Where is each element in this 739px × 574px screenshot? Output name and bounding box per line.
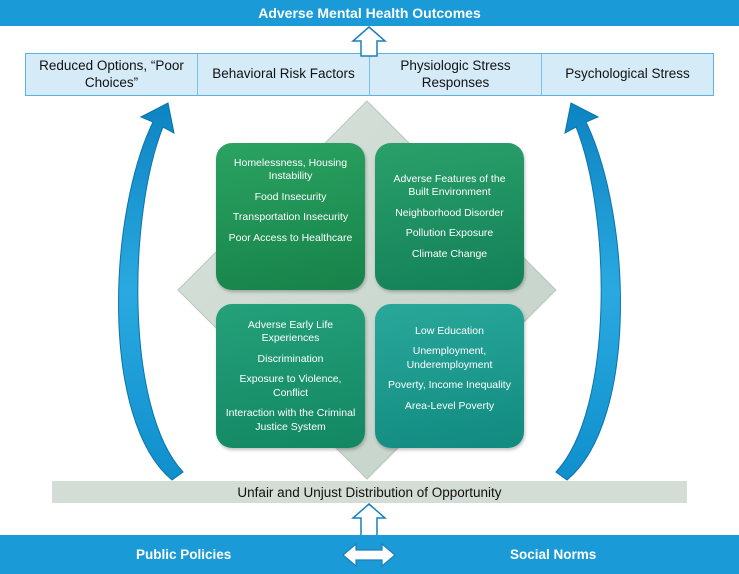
quadrant-item: Homelessness, Housing Instability [233,157,348,183]
quadrant-item: Unemployment, Underemployment [406,345,493,371]
quadrant-item: Food Insecurity [254,190,327,203]
factor-psychological-stress: Psychological Stress [565,66,690,82]
quadrant-item: Interaction with the Criminal Justice Sy… [225,407,356,433]
quadrant-item: Adverse Features of the Built Environmen… [393,173,506,199]
quadrant-item: Poor Access to Healthcare [228,231,353,244]
quadrant-economic: Low Education Unemployment, Underemploym… [375,304,524,448]
quadrant-item: Area-Level Poverty [404,399,495,412]
quadrant-housing-access: Homelessness, Housing Instability Food I… [216,143,365,290]
up-arrow-to-outcomes [351,26,387,57]
opportunity-bar: Unfair and Unjust Distribution of Opport… [52,481,687,503]
up-arrow-from-policies [351,503,387,538]
quadrant-item: Adverse Early Life Experiences [247,319,334,345]
quadrant-early-life: Adverse Early Life Experiences Discrimin… [216,304,365,448]
social-norms-label: Social Norms [510,547,597,562]
quadrant-item: Exposure to Violence, Conflict [239,373,342,399]
quadrant-item: Climate Change [411,247,488,260]
mechanisms-row: Reduced Options, “Poor Choices” Behavior… [25,53,714,96]
structural-drivers-bar: Public Policies Social Norms [0,535,739,574]
opportunity-label: Unfair and Unjust Distribution of Opport… [237,484,502,500]
factor-behavioral-risk: Behavioral Risk Factors [198,54,370,95]
factor-physiologic-stress: Physiologic Stress Responses [370,54,542,95]
public-policies-label: Public Policies [136,547,232,562]
left-curved-arrow [118,102,184,481]
right-curved-arrow [555,102,621,481]
factor-reduced-options: Reduced Options, “Poor Choices” [26,54,198,95]
quadrant-item: Low Education [415,325,484,337]
quadrant-item: Transportation Insecurity [232,211,349,224]
double-arrow-icon [342,542,396,568]
outcomes-title: Adverse Mental Health Outcomes [258,5,481,21]
quadrant-item: Pollution Exposure [405,227,494,240]
outcomes-header: Adverse Mental Health Outcomes [0,0,739,26]
quadrant-item: Poverty, Income Inequality [388,379,511,392]
quadrant-item: Discrimination [257,352,324,365]
quadrant-item: Neighborhood Disorder [395,206,504,219]
quadrant-built-environment: Adverse Features of the Built Environmen… [375,143,524,290]
